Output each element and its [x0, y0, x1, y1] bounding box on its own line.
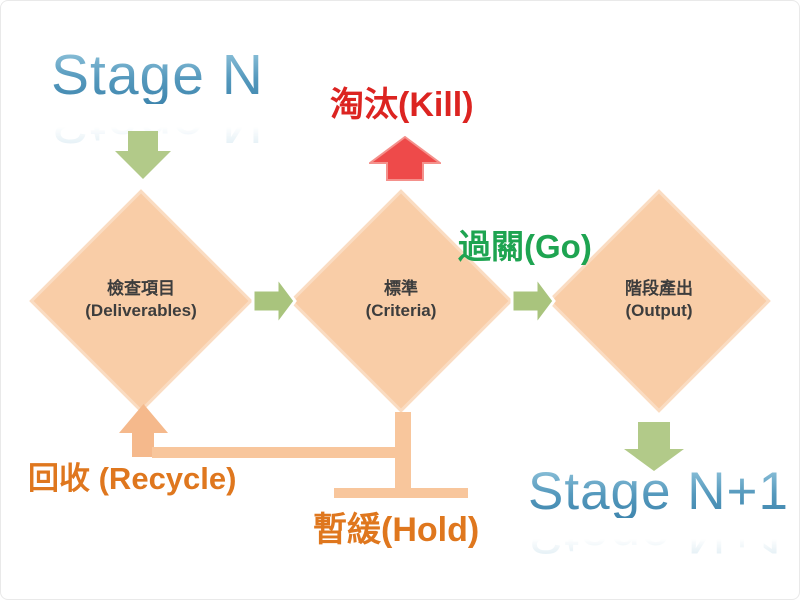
recycle-horizontal-line	[152, 447, 398, 458]
diamond-output-line1: 階段產出	[625, 279, 693, 298]
diamond-criteria-label: 標準 (Criteria)	[316, 278, 486, 322]
kill-up-arrow-icon	[369, 136, 441, 181]
diamond-deliverables-line2: (Deliverables)	[85, 301, 197, 320]
hold-end-bar	[334, 488, 468, 498]
stage-n-plus-1-title: Stage N+1 Stage N+1	[528, 462, 789, 564]
stage-n-title: Stage N Stage N	[51, 43, 264, 156]
down-arrow-icon	[624, 422, 684, 471]
diamond-deliverables-line1: 檢查項目	[107, 279, 175, 298]
go-caption: 過關(Go)	[458, 228, 592, 265]
recycle-up-arrow-icon	[119, 404, 168, 457]
diamond-criteria-line2: (Criteria)	[365, 301, 437, 320]
hold-caption: 暫緩(Hold)	[313, 511, 480, 549]
stage-n-plus-1-text: Stage N+1	[528, 462, 789, 521]
diamond-criteria-line1: 標準	[384, 279, 418, 298]
right-arrow-icon	[510, 275, 556, 327]
stage-n-plus-1-reflection: Stage N+1	[528, 505, 789, 564]
right-arrow-icon	[251, 275, 297, 327]
diamond-deliverables-label: 檢查項目 (Deliverables)	[56, 278, 226, 322]
diamond-output-label: 階段產出 (Output)	[574, 278, 744, 322]
hold-vertical-line	[395, 412, 411, 498]
kill-caption: 淘汰(Kill)	[330, 86, 474, 124]
diamond-output-line2: (Output)	[625, 301, 693, 320]
down-arrow-icon	[115, 131, 171, 179]
stage-n-text: Stage N	[51, 43, 264, 107]
recycle-caption: 回收 (Recycle)	[28, 461, 237, 496]
